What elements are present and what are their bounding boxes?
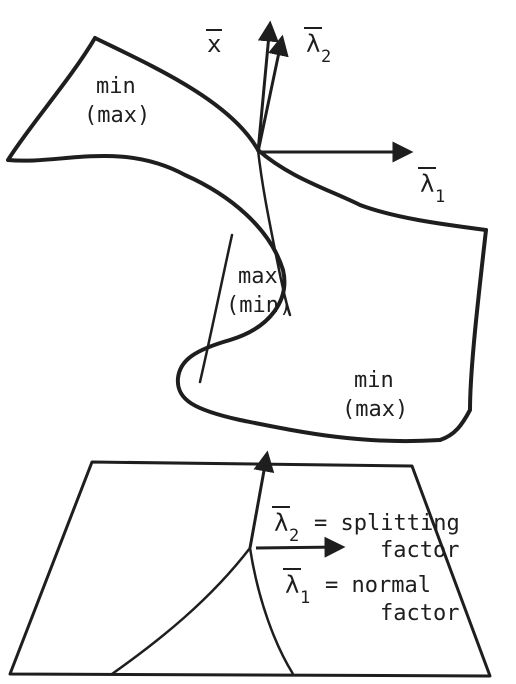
folded-surface	[6, 36, 488, 444]
lower-right-label-line1: min	[354, 368, 394, 393]
surface-top-edge	[93, 36, 488, 232]
control-plane	[8, 450, 492, 678]
bifurcation-curve-right	[248, 547, 295, 675]
upper-left-label-line1: min	[96, 74, 136, 99]
axis-labels: x λ 2 λ 1	[206, 27, 445, 207]
control-lambda1-arrow	[255, 536, 346, 558]
state-axes	[256, 20, 414, 163]
fold-line-right	[256, 148, 292, 317]
control-lambda2-arrow	[248, 450, 275, 549]
upper-left-label-line2: (max)	[84, 103, 150, 128]
lower-right-label-line2: (max)	[342, 397, 408, 422]
legend-lambda1-text-line2: factor	[380, 601, 459, 626]
surface-region-labels: min (max) max (min) min (max)	[84, 74, 408, 422]
legend-lambda1-symbol: λ	[285, 571, 299, 599]
x-axis-label: x	[207, 30, 221, 58]
fold-lines	[198, 148, 292, 384]
legend-lambda2-text-line2: factor	[380, 538, 459, 563]
legend-lambda2-text: = splitting	[314, 511, 460, 536]
control-plane-outline	[8, 460, 492, 678]
surface-right-edge	[438, 228, 488, 442]
x-axis-arrow	[256, 20, 279, 153]
lambda1-axis-label: λ	[420, 170, 434, 198]
legend-lambda1-text: = normal	[325, 573, 431, 598]
lambda2-axis-subscript: 2	[321, 47, 331, 67]
fold-line-left	[198, 233, 234, 384]
bifurcation-curve-left	[111, 547, 251, 676]
middle-label-line1: max	[238, 264, 278, 289]
lambda2-axis-label: λ	[306, 30, 320, 58]
legend-lambda2-subscript: 2	[289, 526, 299, 546]
legend: λ 2 = splitting factor λ 1 = normal fact…	[272, 506, 460, 626]
lambda1-axis-subscript: 1	[435, 187, 445, 207]
legend-lambda2-symbol: λ	[274, 509, 288, 537]
middle-label-line2: (min)	[226, 293, 292, 318]
lambda2-axis-arrow	[256, 34, 289, 153]
legend-lambda1-subscript: 1	[300, 588, 310, 608]
